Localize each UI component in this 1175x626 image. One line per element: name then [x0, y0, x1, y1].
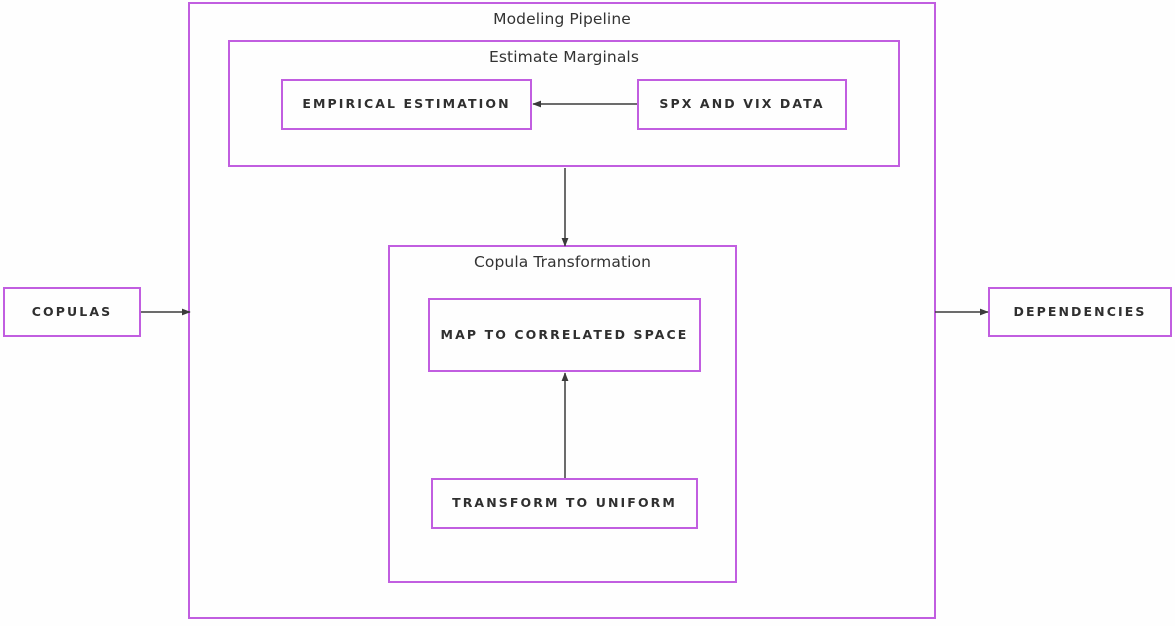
node-dependencies[interactable]: DEPENDENCIES — [988, 287, 1172, 337]
cluster-estimate-marginals-title: Estimate Marginals — [488, 48, 639, 66]
node-spx-and-vix-data-label: SPX AND VIX DATA — [659, 96, 825, 112]
cluster-copula-transformation[interactable]: Copula Transformation — [388, 245, 737, 583]
node-transform-to-uniform-label: TRANSFORM TO UNIFORM — [452, 495, 677, 511]
node-map-to-correlated-space-label: MAP TO CORRELATED SPACE — [440, 326, 689, 342]
node-transform-to-uniform[interactable]: TRANSFORM TO UNIFORM — [431, 478, 698, 529]
node-spx-and-vix-data[interactable]: SPX AND VIX DATA — [637, 79, 847, 130]
cluster-modeling-pipeline-title: Modeling Pipeline — [493, 10, 631, 28]
node-copulas[interactable]: COPULAS — [3, 287, 141, 337]
cluster-copula-transformation-title: Copula Transformation — [473, 253, 652, 271]
node-dependencies-label: DEPENDENCIES — [1013, 303, 1147, 319]
node-empirical-estimation[interactable]: EMPIRICAL ESTIMATION — [281, 79, 532, 130]
node-empirical-estimation-label: EMPIRICAL ESTIMATION — [302, 96, 511, 112]
node-copulas-label: COPULAS — [31, 303, 113, 319]
node-map-to-correlated-space[interactable]: MAP TO CORRELATED SPACE — [428, 298, 701, 372]
